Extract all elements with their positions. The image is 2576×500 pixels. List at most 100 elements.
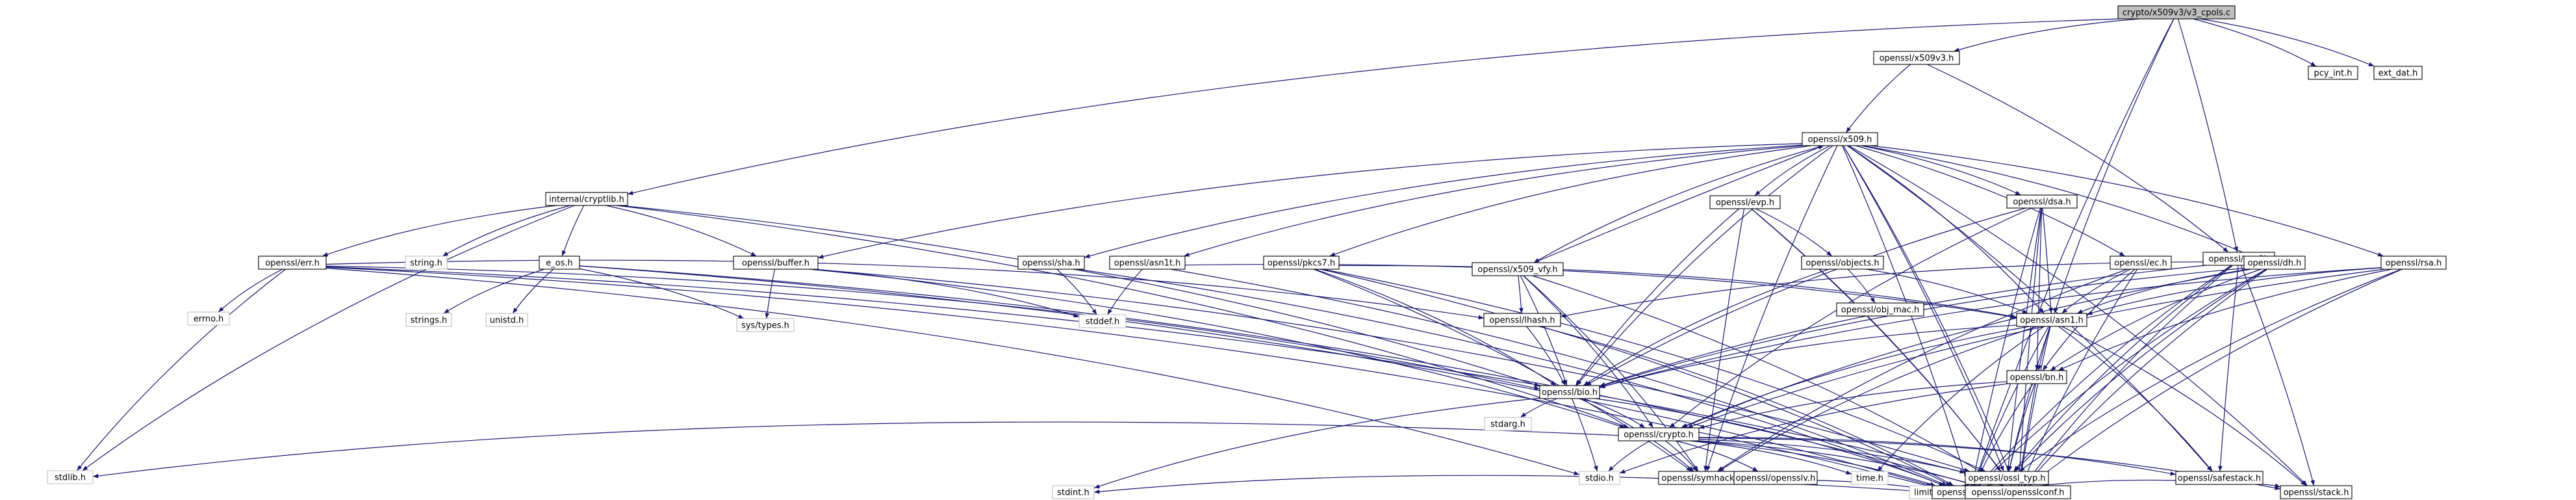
node-safestack[interactable]: openssl/safestack.h xyxy=(2175,471,2264,485)
node-dsa[interactable]: openssl/dsa.h xyxy=(2006,194,2078,209)
edge-x509_vfy-to-crypto xyxy=(1523,275,1653,428)
edge-cryptlib-to-string xyxy=(442,205,570,257)
node-evp[interactable]: openssl/evp.h xyxy=(1709,195,1781,209)
node-label-ec: openssl/ec.h xyxy=(2114,259,2167,269)
edge-dsa-to-crypto xyxy=(1669,207,2032,428)
node-obj_mac[interactable]: openssl/obj_mac.h xyxy=(1836,302,1924,317)
node-e_os[interactable]: e_os.h xyxy=(539,256,580,270)
node-label-ext_dat: ext_dat.h xyxy=(2378,69,2418,79)
node-sha[interactable]: openssl/sha.h xyxy=(1017,256,1085,270)
edge-x509-to-sha xyxy=(1084,144,1803,258)
edge-lhash-to-bio xyxy=(1526,326,1566,386)
edge-ec-to-opensslconf xyxy=(2021,269,2138,486)
node-label-obj_mac: openssl/obj_mac.h xyxy=(1841,306,1919,315)
node-label-root: crypto/x509v3/v3_cpols.c xyxy=(2123,8,2230,18)
node-label-crypto: openssl/crypto.h xyxy=(1624,430,1694,440)
edge-pkcs7-to-e_os2 xyxy=(1320,269,1952,486)
node-x509v3[interactable]: openssl/x509v3.h xyxy=(1873,51,1960,65)
node-box-dh xyxy=(2243,256,2306,270)
edge-e_os-to-unistd xyxy=(512,269,554,314)
node-string: string.h xyxy=(405,256,448,270)
edge-x509_vfy-to-lhash xyxy=(1518,275,1524,314)
node-x509_vfy[interactable]: openssl/x509_vfy.h xyxy=(1472,262,1564,276)
edge-buffer-to-systypes xyxy=(765,269,775,319)
node-pcy_int[interactable]: pcy_int.h xyxy=(2308,66,2358,80)
edge-root-to-ext_dat xyxy=(2200,18,2375,67)
node-stddef: stddef.h xyxy=(1078,314,1127,328)
edge-evp-to-objects xyxy=(1755,208,1833,257)
edge-conf-to-e_os2 xyxy=(1978,265,2232,486)
node-opensslconf[interactable]: openssl/opensslconf.h xyxy=(1965,485,2071,499)
node-bn[interactable]: openssl/bn.h xyxy=(2006,370,2067,384)
node-lhash[interactable]: openssl/lhash.h xyxy=(1483,313,1561,327)
node-root[interactable]: crypto/x509v3/v3_cpols.c xyxy=(2117,5,2236,20)
node-asn1[interactable]: openssl/asn1.h xyxy=(2016,313,2087,327)
edge-root-to-x509v3 xyxy=(1953,18,2139,52)
node-label-bio: openssl/bio.h xyxy=(1542,388,1598,398)
node-box-x509v3 xyxy=(1873,51,1960,65)
node-cryptlib[interactable]: internal/cryptlib.h xyxy=(545,192,628,206)
edge-evp-to-bio xyxy=(1575,208,1740,386)
node-objects[interactable]: openssl/objects.h xyxy=(1801,256,1884,270)
node-pkcs7[interactable]: openssl/pkcs7.h xyxy=(1263,256,1340,270)
edge-x509-to-asn1t xyxy=(1183,145,1804,257)
node-box-crypto xyxy=(1618,427,1700,441)
node-label-time: time.h xyxy=(1856,474,1883,484)
node-label-cryptlib: internal/cryptlib.h xyxy=(549,195,624,205)
edge-crypto-to-symhacks xyxy=(1665,440,1698,472)
node-opensslv[interactable]: openssl/opensslv.h xyxy=(1733,471,1818,485)
node-ec[interactable]: openssl/ec.h xyxy=(2110,256,2172,270)
node-label-stddef: stddef.h xyxy=(1086,317,1119,327)
edge-cryptlib-to-err xyxy=(322,205,557,257)
edge-evp-to-symhacks xyxy=(1703,208,1745,472)
edge-x509-to-symhacks xyxy=(1706,145,1838,472)
edge-root-to-pcy_int xyxy=(2193,18,2317,67)
node-box-root xyxy=(2117,5,2236,20)
node-rsa[interactable]: openssl/rsa.h xyxy=(2380,256,2447,270)
edge-ec-to-asn1 xyxy=(2061,269,2131,314)
node-label-sha: openssl/sha.h xyxy=(1022,259,1080,269)
edge-x509-to-ec xyxy=(1855,145,2125,257)
node-label-x509: openssl/x509.h xyxy=(1808,135,1872,145)
edge-asn1-to-opensslconf xyxy=(2017,326,2051,486)
edge-sha-to-e_os2 xyxy=(1077,269,1945,486)
edge-root-to-e_os2 xyxy=(1972,18,2174,486)
node-x509[interactable]: openssl/x509.h xyxy=(1802,132,1878,146)
edge-e_os-to-strings xyxy=(443,269,545,314)
edge-conf-to-lhash xyxy=(1560,261,2204,318)
node-label-asn1: openssl/asn1.h xyxy=(2020,316,2084,326)
edge-asn1-to-safestack xyxy=(2058,326,2213,472)
node-errno: errno.h xyxy=(187,311,230,326)
node-box-asn1 xyxy=(2016,313,2087,327)
node-box-pkcs7 xyxy=(1263,256,1340,270)
node-dh[interactable]: openssl/dh.h xyxy=(2243,256,2306,270)
node-label-evp: openssl/evp.h xyxy=(1716,198,1774,208)
node-stack[interactable]: openssl/stack.h xyxy=(2280,485,2353,499)
node-ossl_typ[interactable]: openssl/ossl_typ.h xyxy=(1965,471,2049,485)
edge-e_os-to-opensslconf xyxy=(579,265,1977,486)
edge-dh-to-bn xyxy=(2050,269,2262,371)
edge-x509-to-ossl_typ xyxy=(1843,145,2004,472)
edge-bn-to-stdio xyxy=(1619,383,2009,474)
edge-lhash-to-e_os2 xyxy=(1538,326,1954,486)
node-crypto[interactable]: openssl/crypto.h xyxy=(1618,427,1700,441)
node-bio[interactable]: openssl/bio.h xyxy=(1539,385,1600,399)
node-label-opensslconf: openssl/opensslconf.h xyxy=(1972,488,2065,498)
edge-asn1-to-time xyxy=(1877,326,2045,472)
edge-asn1-to-bn xyxy=(2037,326,2050,371)
node-err[interactable]: openssl/err.h xyxy=(258,256,327,270)
node-box-systypes xyxy=(736,318,795,332)
node-box-stdarg xyxy=(1484,417,1532,431)
edge-dsa-to-e_os2 xyxy=(1970,207,2041,486)
edge-asn1t-to-stddef xyxy=(1107,269,1143,315)
edge-cryptlib-to-stdlib xyxy=(82,205,575,471)
edge-buffer-to-crypto xyxy=(809,269,1626,428)
edge-err-to-lhash xyxy=(325,259,1485,320)
node-ext_dat[interactable]: ext_dat.h xyxy=(2373,66,2423,80)
edge-err-to-stdlib xyxy=(76,269,286,471)
node-buffer[interactable]: openssl/buffer.h xyxy=(733,256,819,270)
edge-x509_vfy-to-opensslconf xyxy=(1532,275,2004,486)
edge-root-to-cryptlib xyxy=(627,18,2121,195)
node-asn1t[interactable]: openssl/asn1t.h xyxy=(1109,256,1186,270)
